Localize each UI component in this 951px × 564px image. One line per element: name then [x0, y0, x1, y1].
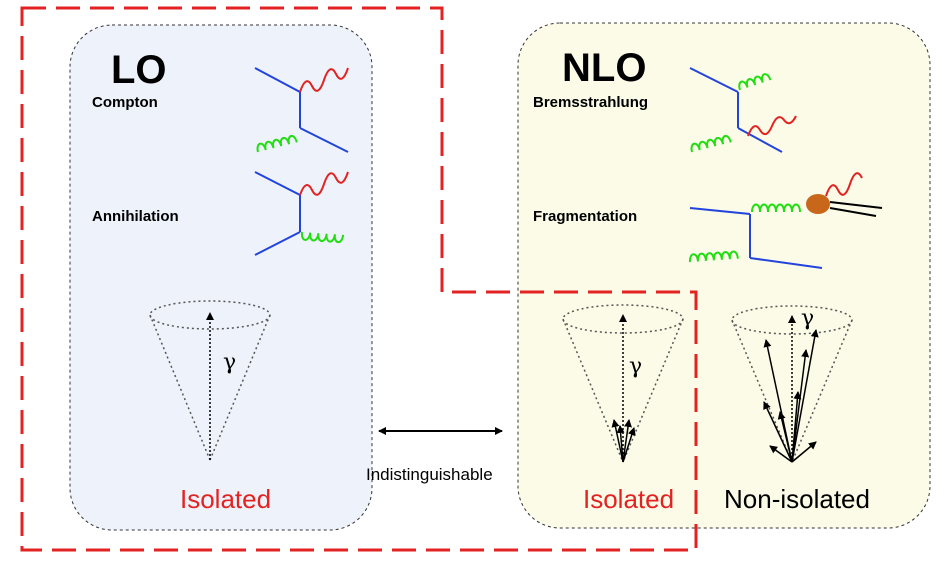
- fragmentation-label: Fragmentation: [533, 208, 638, 225]
- nlo-title: NLO: [562, 46, 647, 90]
- fragmentation-feynman-diagram: [688, 172, 883, 269]
- lo-isolated-label: Isolated: [180, 484, 272, 514]
- nlo-panel: [517, 22, 931, 529]
- lo-gamma-label: γ: [223, 350, 237, 375]
- nlo-isolated-label: Isolated: [583, 484, 675, 514]
- compton-feynman-diagram: [254, 67, 349, 153]
- nlo-nonisolated-label: Non-isolated: [724, 484, 870, 514]
- lo-title: LO: [111, 48, 167, 92]
- bremsstrahlung-feynman-diagram: [689, 67, 797, 153]
- lo-isolation-cone: [149, 300, 271, 461]
- indistinguishable-label: Indistinguishable: [366, 465, 493, 484]
- compton-label: Compton: [92, 94, 158, 111]
- annihilation-feynman-diagram: [254, 171, 349, 256]
- nlo-nonisolated-gamma-label: γ: [801, 306, 815, 331]
- nlo-isolated-gamma-label: γ: [629, 354, 643, 379]
- lo-panel: [69, 24, 373, 531]
- annihilation-label: Annihilation: [92, 208, 179, 225]
- fragmentation-blob: [806, 194, 830, 214]
- isolated-region-boundary: [20, 6, 698, 552]
- nlo-isolated-cone: [562, 304, 684, 463]
- bremsstrahlung-label: Bremsstrahlung: [533, 94, 649, 111]
- nlo-nonisolated-cone: [731, 305, 853, 463]
